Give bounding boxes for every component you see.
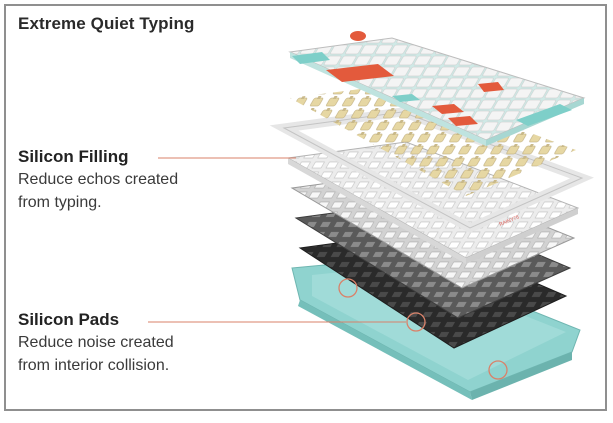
pad-highlight-circle — [338, 278, 358, 298]
callout-heading: Silicon Pads — [18, 310, 120, 329]
callout-silicon-filling: Silicon Filling Reduce echos created fro… — [18, 146, 178, 214]
pad-highlight-circle — [406, 312, 426, 332]
keycaps-layer — [288, 31, 586, 146]
callout-description-line: from interior collision. — [18, 357, 170, 374]
callout-heading: Silicon Filling — [18, 147, 129, 166]
callout-description-line: Reduce noise created — [18, 334, 174, 351]
switches-layer — [290, 84, 576, 196]
callout-silicon-pads: Silicon Pads Reduce noise created from i… — [18, 309, 174, 377]
pad-highlight-circle — [488, 360, 508, 380]
callout-description-line: Reduce echos created — [18, 171, 179, 188]
page-title: Extreme Quiet Typing — [18, 14, 195, 33]
callout-description-line: from typing. — [18, 194, 102, 211]
